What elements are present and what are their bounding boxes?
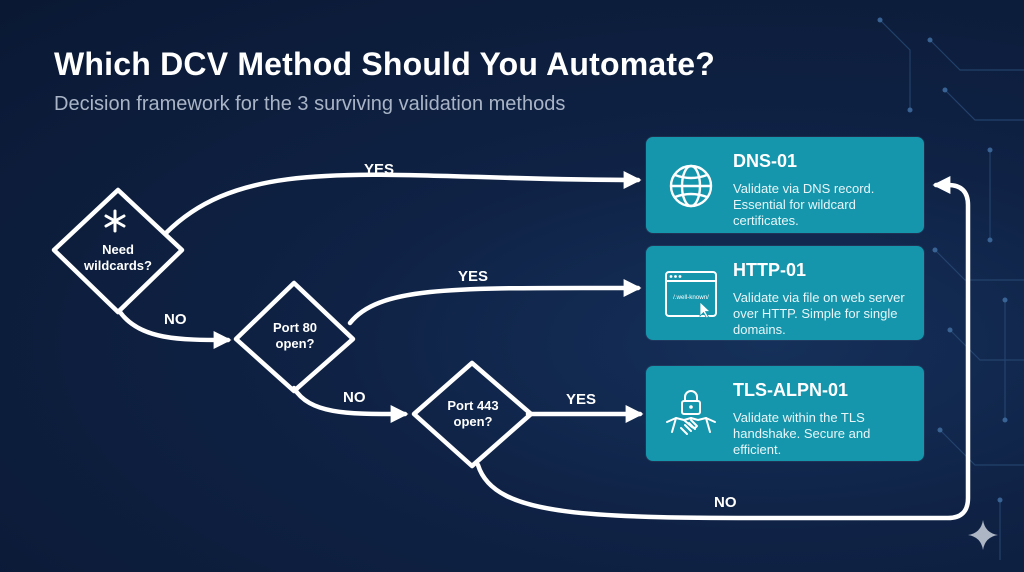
edge-port80-no bbox=[291, 385, 409, 424]
edge-wildcards-yes bbox=[163, 170, 642, 236]
edge-wildcards-no bbox=[117, 309, 232, 349]
edge-label-port443-no: NO bbox=[714, 494, 737, 511]
method-desc-dns: Validate via DNS record. Essential for w… bbox=[733, 181, 875, 228]
method-name-tls: TLS-ALPN-01 bbox=[733, 380, 849, 400]
sparkle-icon bbox=[968, 520, 998, 550]
asterisk-icon bbox=[104, 209, 126, 233]
lock-handshake-icon bbox=[666, 390, 716, 435]
decision-port443-label: Port 443 open? bbox=[447, 398, 499, 429]
page-title: Which DCV Method Should You Automate? bbox=[54, 46, 715, 82]
edge-port80-yes bbox=[347, 278, 642, 326]
decision-port80 bbox=[233, 280, 356, 394]
edge-label-port80-yes: YES bbox=[458, 268, 489, 285]
browser-path-text: /.well-known/ bbox=[673, 294, 709, 301]
globe-icon bbox=[669, 164, 713, 208]
edge-label-wildcards-yes: YES bbox=[364, 161, 395, 178]
method-card-tls: TLS-ALPN-01 Validate within the TLS hand… bbox=[646, 366, 924, 461]
browser-window-icon: /.well-known/ bbox=[665, 271, 717, 319]
edge-port443-no bbox=[475, 176, 971, 521]
edge-label-wildcards-no: NO bbox=[164, 311, 187, 328]
method-desc-tls: Validate within the TLS handshake. Secur… bbox=[733, 410, 871, 457]
method-card-dns: DNS-01 Validate via DNS record. Essentia… bbox=[646, 137, 924, 233]
decision-port443 bbox=[411, 360, 534, 469]
decision-wildcards-label: Need wildcards? bbox=[84, 242, 152, 273]
method-card-http: /.well-known/ HTTP-01 Validate via file … bbox=[646, 246, 924, 340]
method-desc-http: Validate via file on web server over HTT… bbox=[733, 290, 905, 337]
decision-port80-label: Port 80 open? bbox=[272, 320, 318, 351]
page-subtitle: Decision framework for the 3 surviving v… bbox=[54, 93, 566, 115]
method-name-http: HTTP-01 bbox=[733, 260, 807, 280]
edge-label-port443-yes: YES bbox=[566, 391, 597, 408]
edge-label-port80-no: NO bbox=[343, 389, 366, 406]
method-name-dns: DNS-01 bbox=[733, 151, 798, 171]
cursor-icon bbox=[699, 301, 712, 319]
decision-wildcards bbox=[51, 187, 185, 315]
